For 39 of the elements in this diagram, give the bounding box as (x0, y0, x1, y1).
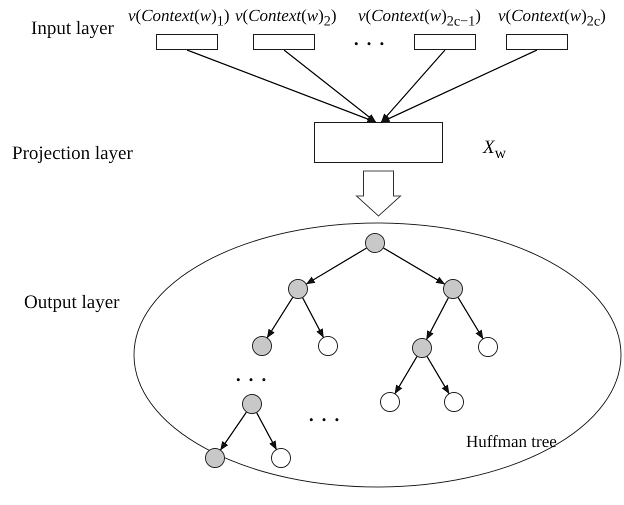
arrow (302, 298, 324, 338)
ellipsis: • • • (309, 412, 340, 428)
arrow (380, 50, 446, 123)
input-vector-label: v(Context(w)$_{2}$) (235, 6, 337, 30)
layer-label: Output layer (24, 292, 120, 314)
arrow (306, 248, 367, 284)
tree-node-circle (252, 336, 272, 356)
tree-node-circle (478, 337, 498, 357)
arrow (186, 49, 376, 123)
input-vector-label: v(Context(w)$_{1}$) (128, 6, 230, 30)
layer-label: Input layer (31, 18, 114, 40)
tree-node-circle (205, 448, 225, 468)
arrow (383, 248, 446, 284)
tree-node-circle (288, 279, 308, 299)
tree-node-circle (271, 448, 291, 468)
tree-caption: Huffman tree (466, 432, 557, 452)
ellipsis: • • • (236, 372, 266, 388)
arrow (220, 412, 247, 450)
ellipsis: • • • (354, 36, 384, 52)
arrow (284, 49, 376, 123)
tree-node-circle (380, 392, 400, 412)
tree-node-circle (444, 392, 464, 412)
input-vector-label: v(Context(w)$_{2c−1}$) (358, 6, 481, 30)
arrow (394, 356, 418, 394)
projection-vector-label: X$_{w}$ (483, 137, 506, 163)
tree-node-circle (412, 338, 432, 358)
arrow (380, 49, 538, 123)
input-vector-label: v(Context(w)$_{2c}$) (498, 6, 606, 30)
tree-node-circle (318, 336, 338, 356)
arrow (266, 297, 294, 338)
arrow (458, 297, 484, 340)
arrow (426, 356, 450, 394)
arrow (256, 412, 277, 450)
tree-node-circle (365, 233, 385, 253)
tree-node-circle (242, 394, 262, 414)
hollow-arrow (355, 170, 402, 217)
layer-label: Projection layer (12, 143, 133, 165)
tree-node-circle (443, 279, 463, 299)
arrow (426, 298, 449, 340)
